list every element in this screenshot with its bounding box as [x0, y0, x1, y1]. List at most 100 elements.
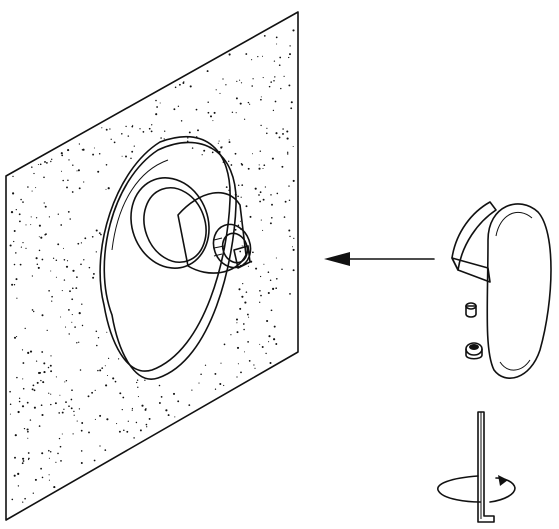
texture-dot: [78, 341, 80, 343]
texture-dot: [48, 289, 50, 292]
texture-dot: [121, 408, 123, 411]
texture-dot: [65, 380, 68, 382]
texture-dot: [43, 362, 46, 365]
texture-dot: [60, 460, 62, 462]
texture-dot: [17, 410, 20, 414]
texture-dot: [97, 337, 100, 339]
texture-dot: [65, 265, 69, 268]
texture-dot: [206, 70, 209, 73]
texture-dot: [252, 78, 254, 80]
texture-dot: [27, 452, 30, 454]
texture-dot: [27, 437, 29, 439]
texture-dot: [156, 106, 158, 108]
texture-dot: [29, 350, 33, 353]
texture-dot: [38, 236, 40, 238]
texture-dot: [22, 362, 25, 364]
texture-dot: [191, 389, 193, 391]
texture-dot: [251, 85, 253, 87]
texture-dot: [64, 381, 66, 383]
texture-dot: [33, 389, 36, 392]
texture-dot: [268, 85, 271, 88]
texture-dot: [22, 387, 25, 390]
texture-dot: [38, 371, 41, 375]
texture-dot: [104, 449, 107, 451]
texture-dot: [164, 130, 166, 132]
texture-dot: [125, 155, 127, 158]
texture-dot: [288, 84, 291, 87]
texture-dot: [276, 192, 279, 195]
texture-dot: [57, 243, 60, 246]
texture-dot: [50, 355, 52, 357]
texture-dot: [74, 326, 76, 328]
texture-dot: [275, 277, 278, 280]
texture-dot: [155, 113, 158, 116]
texture-dot: [76, 420, 78, 422]
texture-dot: [239, 250, 242, 253]
texture-dot: [126, 430, 129, 433]
texture-dot: [131, 125, 134, 128]
texture-dot: [78, 408, 81, 410]
texture-dot: [83, 181, 85, 183]
valve-cartridge-icon: [130, 177, 252, 274]
texture-dot: [133, 145, 135, 147]
texture-dot: [77, 169, 80, 172]
texture-dot: [273, 325, 276, 328]
texture-dot: [69, 218, 71, 220]
texture-dot: [243, 328, 245, 331]
texture-dot: [266, 127, 268, 129]
texture-dot: [286, 151, 289, 154]
texture-dot: [91, 235, 94, 238]
texture-dot: [44, 205, 47, 208]
texture-dot: [33, 172, 35, 175]
texture-dot: [119, 392, 122, 395]
texture-dot: [81, 324, 84, 327]
texture-dot: [163, 138, 165, 140]
texture-dot: [71, 314, 73, 316]
texture-dot: [278, 64, 281, 67]
texture-dot: [222, 78, 224, 80]
texture-dot: [235, 97, 238, 100]
texture-dot: [158, 402, 161, 404]
texture-dot: [272, 109, 275, 112]
texture-dot: [121, 155, 123, 157]
texture-dot: [13, 230, 16, 232]
texture-dot: [272, 287, 275, 290]
texture-dot: [105, 128, 108, 131]
texture-dot: [271, 157, 274, 160]
texture-dot: [245, 53, 248, 55]
texture-dot: [286, 153, 289, 155]
texture-dot: [263, 35, 266, 37]
texture-dot: [270, 81, 272, 83]
texture-dot: [12, 192, 15, 195]
texture-dot: [64, 326, 67, 328]
texture-dot: [225, 84, 227, 86]
texture-dot: [188, 131, 191, 134]
texture-dot: [16, 297, 18, 299]
texture-dot: [249, 215, 252, 218]
texture-dot: [118, 430, 121, 433]
texture-dot: [135, 421, 138, 424]
texture-dot: [244, 301, 247, 304]
texture-dot: [237, 184, 240, 187]
texture-dot: [241, 295, 244, 298]
texture-dot: [19, 263, 22, 266]
texture-dot: [27, 430, 29, 433]
texture-dot: [286, 137, 289, 140]
texture-dot: [39, 163, 42, 166]
texture-dot: [93, 459, 96, 462]
texture-dot: [146, 426, 148, 428]
texture-dot: [43, 176, 45, 179]
texture-dot: [262, 77, 264, 79]
texture-dot: [289, 235, 291, 238]
texture-dot: [223, 343, 226, 346]
texture-dot: [48, 474, 50, 476]
texture-dot: [36, 381, 39, 384]
texture-dot: [174, 416, 176, 418]
texture-dot: [151, 124, 153, 126]
texture-dot: [144, 408, 147, 411]
texture-dot: [30, 224, 32, 226]
texture-dot: [275, 132, 278, 135]
texture-dot: [261, 346, 264, 348]
texture-dot: [155, 99, 157, 102]
texture-dot: [91, 391, 94, 394]
